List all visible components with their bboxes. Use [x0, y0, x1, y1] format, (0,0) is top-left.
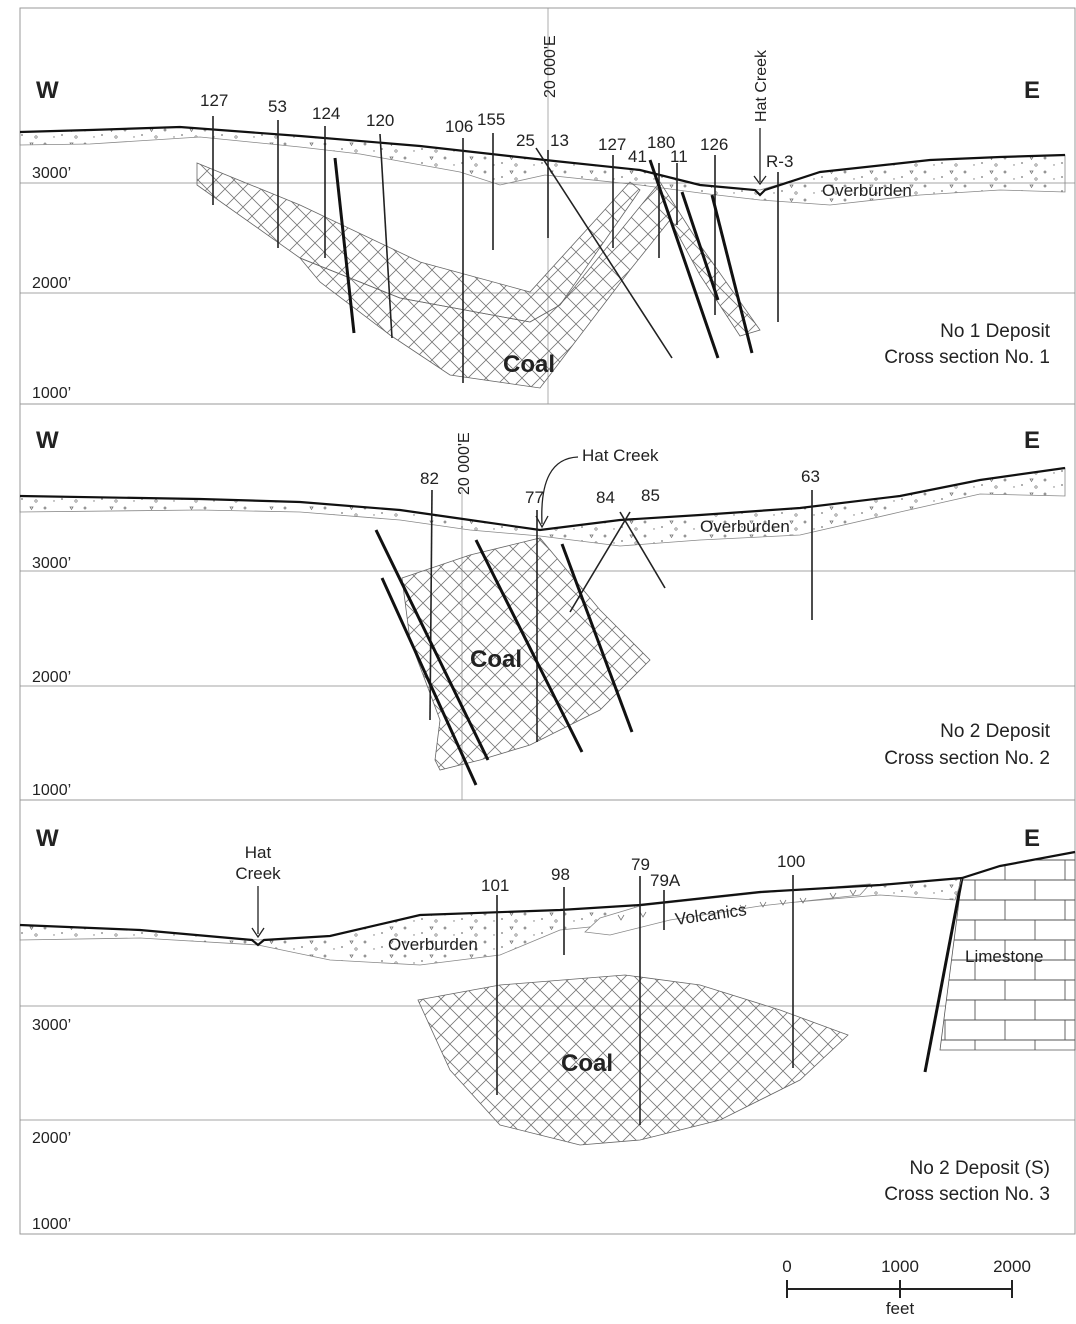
volcanics-marks	[617, 889, 857, 921]
grid-label: 20 000'E	[542, 35, 559, 98]
well-label: 79	[631, 855, 650, 874]
creek-label: Hat Creek	[753, 49, 770, 122]
east-label: E	[1024, 77, 1040, 104]
coal-label: Coal	[470, 646, 522, 673]
ground-surface	[19, 125, 1066, 197]
caption-line-2: Cross section No. 3	[884, 1184, 1050, 1205]
overburden-label: Overburden	[700, 517, 790, 536]
well-label: 124	[312, 104, 340, 123]
elevation-3000: 3000’	[32, 1017, 71, 1034]
creek-arrow	[535, 456, 579, 529]
elevation-1000: 1000’	[32, 1216, 71, 1233]
well-label: 11	[670, 147, 688, 166]
well-label: 126	[700, 135, 728, 154]
well-label: 127	[200, 91, 228, 110]
scale-tick-1000: 1000	[881, 1257, 919, 1276]
well-label: 155	[477, 110, 505, 129]
caption-line-1: No 1 Deposit	[940, 321, 1051, 342]
limestone-label: Limestone	[965, 947, 1043, 966]
creek-label-line-2: Creek	[235, 864, 281, 883]
coal-label: Coal	[561, 1050, 613, 1077]
elevation-1000: 1000’	[32, 385, 71, 402]
scale-unit: feet	[886, 1299, 915, 1318]
scale-bar: 0 1000 2000 feet	[782, 1257, 1031, 1318]
faults-2	[374, 529, 634, 786]
scale-tick-0: 0	[782, 1257, 791, 1276]
well-label: 98	[551, 865, 570, 884]
well-label: 180	[647, 133, 675, 152]
creek-arrow	[251, 886, 265, 939]
east-label: E	[1024, 825, 1040, 852]
well-label: 106	[445, 117, 473, 136]
elevation-2000: 2000’	[32, 669, 71, 686]
creek-label: Hat Creek	[582, 446, 659, 465]
west-label: W	[36, 427, 59, 454]
overburden-label: Overburden	[388, 935, 478, 954]
well-label: R-3	[766, 152, 793, 171]
west-label: W	[36, 825, 59, 852]
well-label: 77	[525, 488, 544, 507]
coal-body	[401, 537, 651, 771]
cross-section-3: 101 98 79 79A 100 Hat Creek W E 3000’ 20…	[19, 799, 1076, 1235]
ground-surface	[19, 850, 1076, 947]
elevation-3000: 3000’	[32, 165, 71, 182]
well-label: 100	[777, 852, 805, 871]
grid-label: 20 000'E	[456, 432, 473, 495]
caption-line-2: Cross section No. 1	[884, 347, 1050, 368]
well-label: 101	[481, 876, 509, 895]
caption-line-2: Cross section No. 2	[884, 748, 1050, 769]
creek-arrow	[753, 128, 767, 186]
elevation-2000: 2000’	[32, 1130, 71, 1147]
elevation-2000: 2000’	[32, 275, 71, 292]
boreholes-3	[496, 875, 794, 1125]
creek-label-line-1: Hat	[245, 843, 272, 862]
caption-line-1: No 2 Deposit (S)	[910, 1158, 1050, 1179]
well-label: 41	[628, 147, 647, 166]
overburden-label: Overburden	[822, 181, 912, 200]
elevation-1000: 1000’	[32, 782, 71, 799]
east-label: E	[1024, 427, 1040, 454]
caption-line-1: No 2 Deposit	[940, 721, 1051, 742]
well-label: 82	[420, 469, 439, 488]
well-label: 85	[641, 486, 660, 505]
well-label: 84	[596, 488, 615, 507]
well-label: 13	[550, 131, 569, 150]
west-label: W	[36, 77, 59, 104]
well-label: 79A	[650, 871, 681, 890]
boreholes-1	[212, 116, 779, 383]
well-label: 120	[366, 111, 394, 130]
well-label: 53	[268, 97, 287, 116]
well-label: 127	[598, 135, 626, 154]
coal-seam-lower	[299, 181, 761, 389]
well-label: 63	[801, 467, 820, 486]
coal-body	[417, 974, 849, 1146]
well-label: 25	[516, 131, 535, 150]
coal-label: Coal	[503, 351, 555, 378]
faults-1	[333, 157, 754, 359]
cross-section-2: 82 77 84 85 63 20 000'E Hat Creek W E 30…	[19, 403, 1076, 801]
fault-limestone	[923, 877, 964, 1073]
ground-surface	[19, 466, 1066, 532]
cross-section-1: 127 53 124 120 106 155 25 13 127 41 180 …	[19, 7, 1076, 405]
scale-tick-2000: 2000	[993, 1257, 1031, 1276]
elevation-3000: 3000’	[32, 555, 71, 572]
